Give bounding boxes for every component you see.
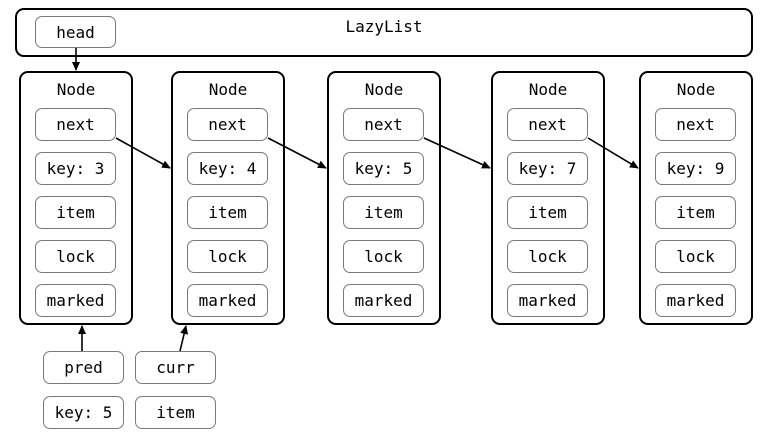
lock-field: lock (507, 240, 588, 273)
item-field: item (35, 196, 116, 229)
pred-pointer[interactable]: pred (43, 351, 124, 384)
lock-field: lock (655, 240, 736, 273)
lazylist-container: LazyList (15, 8, 753, 57)
next-field[interactable]: next (35, 108, 116, 141)
key-field: key: 5 (343, 152, 424, 185)
node-title: Node (56, 80, 96, 99)
head-field[interactable]: head (35, 16, 116, 48)
next-field[interactable]: next (343, 108, 424, 141)
node-title: Node (528, 80, 568, 99)
key-field: key: 4 (187, 152, 268, 185)
marked-field: marked (655, 284, 736, 317)
node-3[interactable]: Node next key: 7 item lock marked (491, 71, 605, 325)
item-field: item (343, 196, 424, 229)
lazylist-title: LazyList (345, 17, 423, 36)
search-item-field: item (135, 396, 216, 429)
node-4[interactable]: Node next key: 9 item lock marked (639, 71, 753, 325)
marked-field: marked (343, 284, 424, 317)
item-field: item (655, 196, 736, 229)
next-field[interactable]: next (507, 108, 588, 141)
next-field[interactable]: next (187, 108, 268, 141)
node-1[interactable]: Node next key: 4 item lock marked (171, 71, 285, 325)
item-field: item (507, 196, 588, 229)
search-key-field: key: 5 (43, 396, 124, 429)
marked-field: marked (35, 284, 116, 317)
key-field: key: 7 (507, 152, 588, 185)
node-title: Node (676, 80, 716, 99)
lock-field: lock (343, 240, 424, 273)
lock-field: lock (187, 240, 268, 273)
curr-pointer[interactable]: curr (135, 351, 216, 384)
node-0[interactable]: Node next key: 3 item lock marked (19, 71, 133, 325)
node-title: Node (208, 80, 248, 99)
lock-field: lock (35, 240, 116, 273)
key-field: key: 9 (655, 152, 736, 185)
marked-field: marked (507, 284, 588, 317)
node-2[interactable]: Node next key: 5 item lock marked (327, 71, 441, 325)
item-field: item (187, 196, 268, 229)
marked-field: marked (187, 284, 268, 317)
curr-arrow (179, 325, 189, 352)
next-field[interactable]: next (655, 108, 736, 141)
node-title: Node (364, 80, 404, 99)
key-field: key: 3 (35, 152, 116, 185)
